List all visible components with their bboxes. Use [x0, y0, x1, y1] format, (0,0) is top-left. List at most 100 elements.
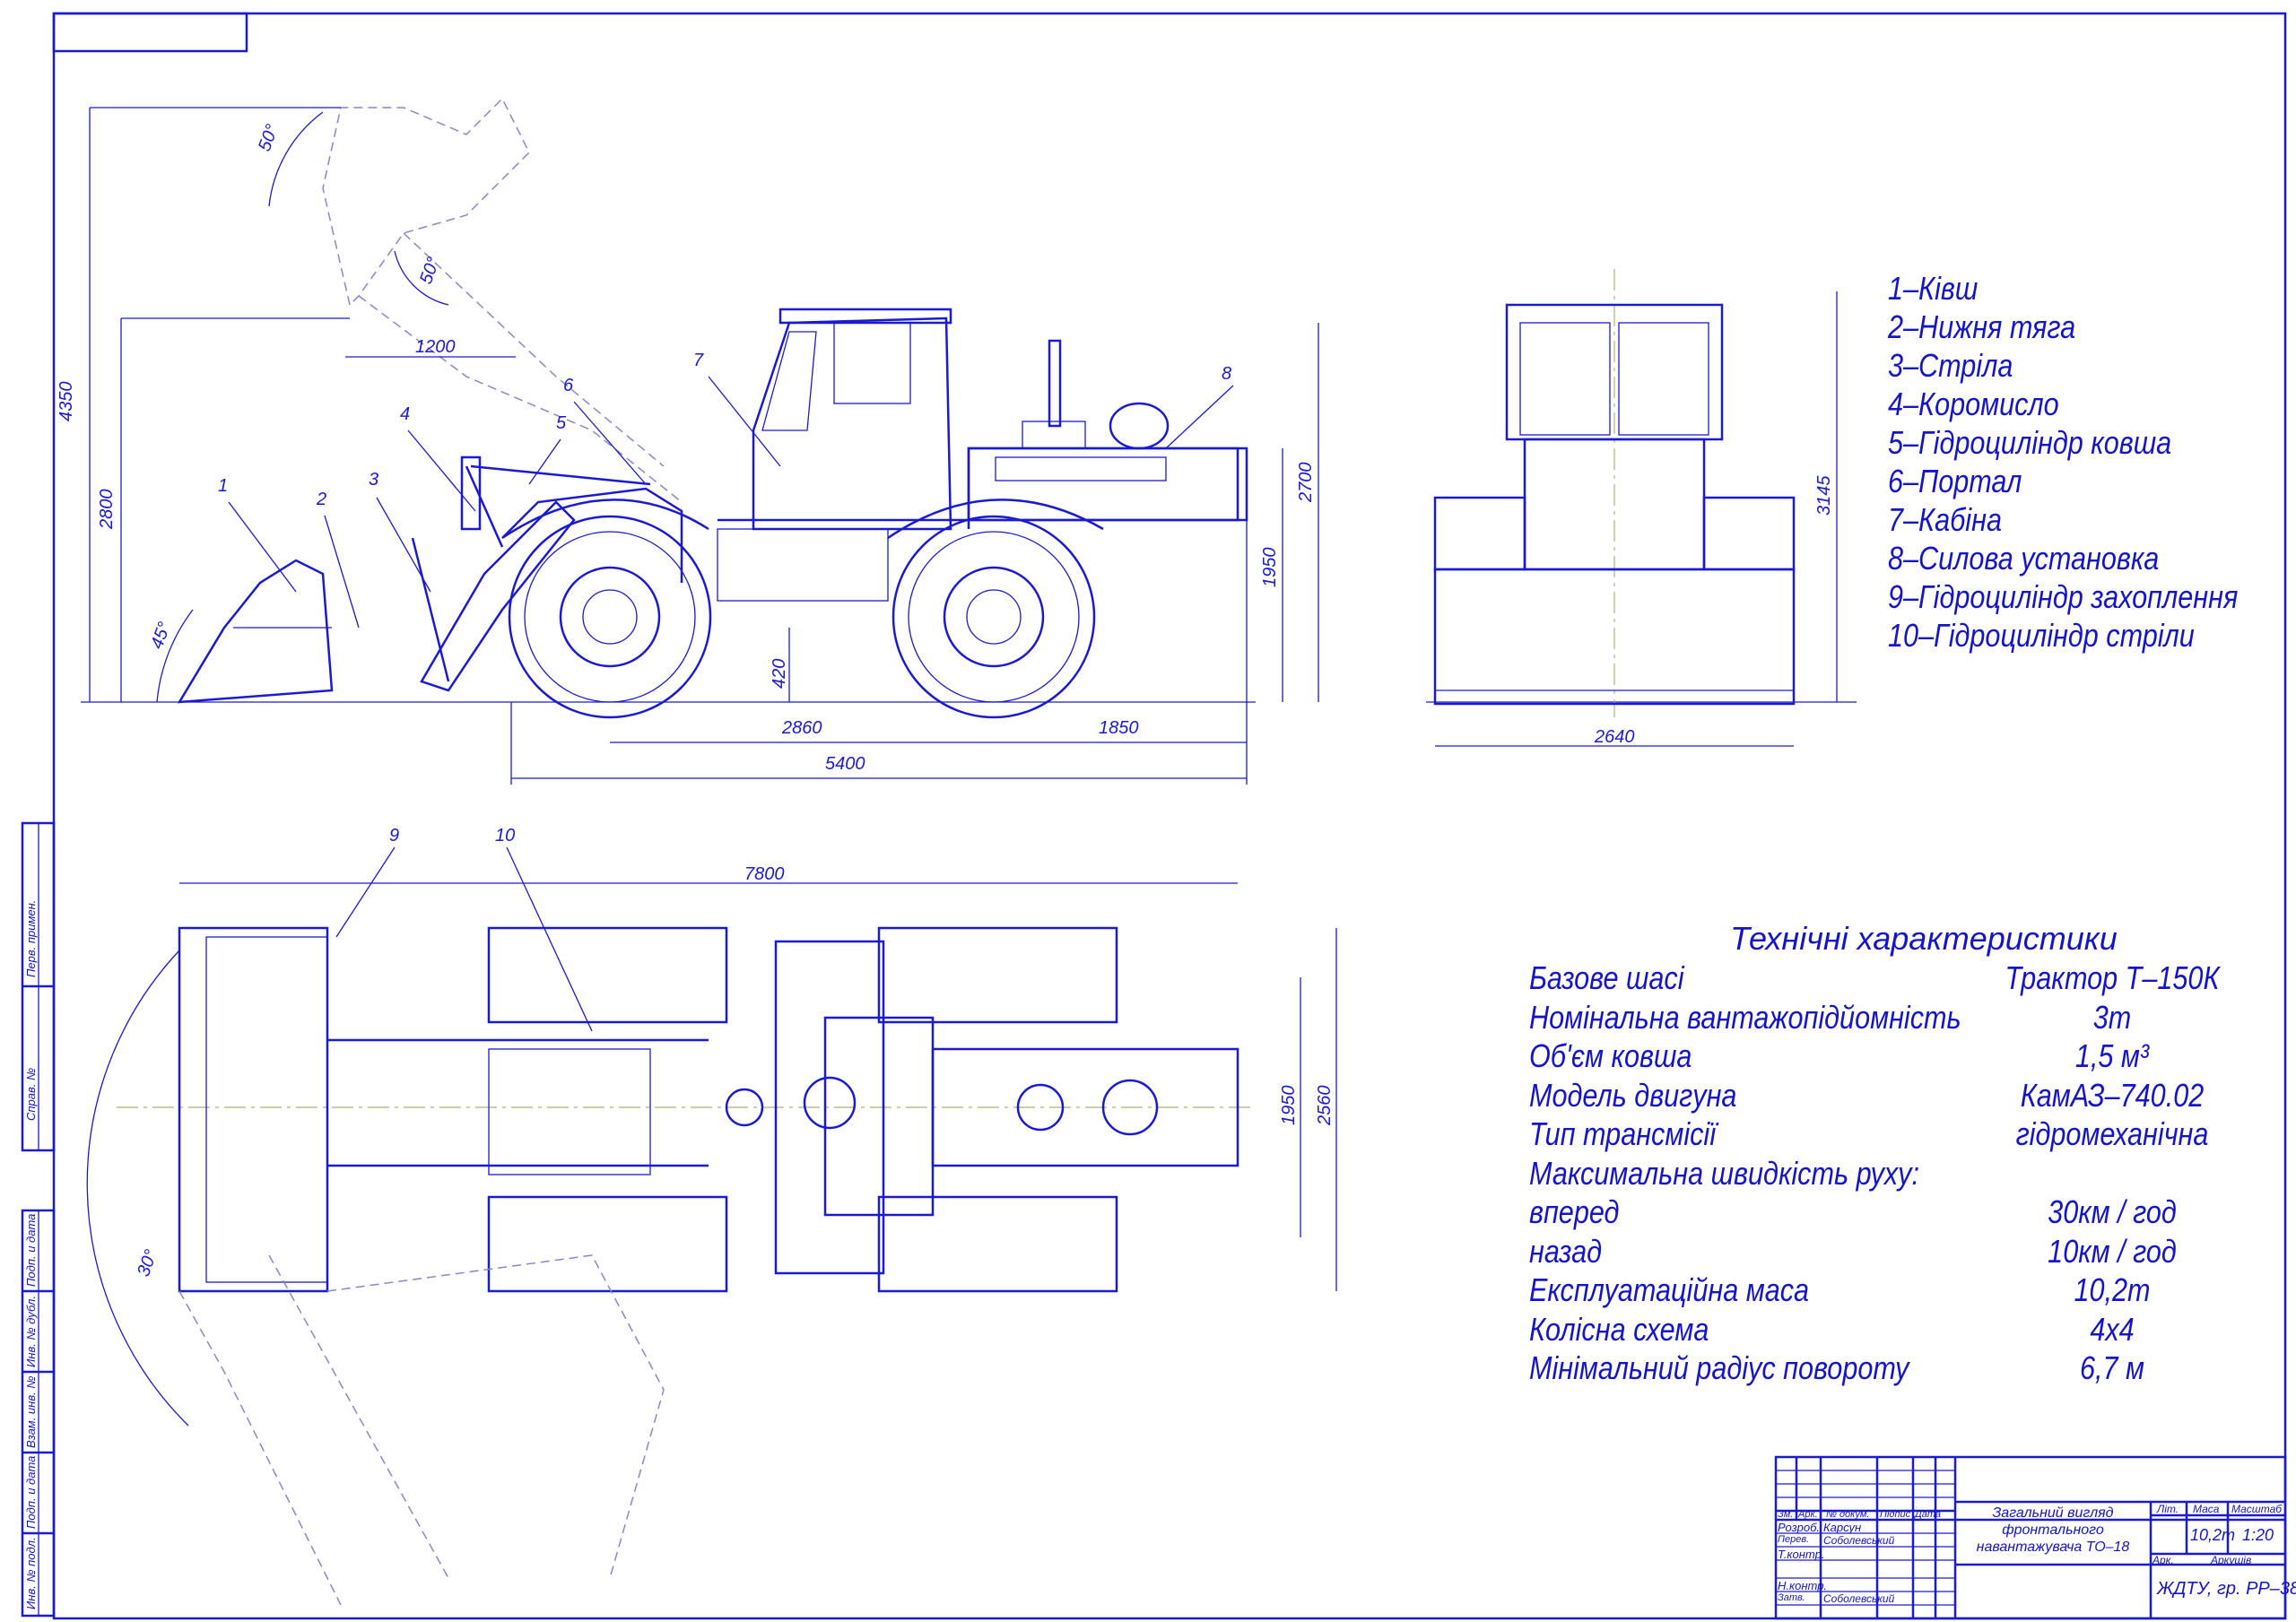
callout-1: 1 [218, 476, 228, 496]
tb-lit-label: Літ. [2157, 1503, 2179, 1515]
tb-name-approver: Соболевський [1823, 1592, 1895, 1605]
tb-header-doc: № докум. [1826, 1509, 1870, 1520]
spec-value [1998, 1154, 2227, 1193]
dim-chassis-length: 5400 [825, 754, 865, 774]
specs-title: Технічні характеристики [1730, 920, 2118, 957]
tb-role-developer: Розроб. [1778, 1521, 1821, 1534]
spec-label: вперед [1529, 1193, 1620, 1230]
callout-6: 6 [563, 376, 574, 395]
spec-value: 1,5 м³ [2074, 1037, 2150, 1074]
stamp-first-use: Перв. примен. [24, 899, 38, 977]
spec-value: 10,2т [2074, 1271, 2151, 1308]
stamp-sign-date-1: Подп. и дата [24, 1213, 38, 1287]
dim-overall-width: 2560 [1315, 1086, 1335, 1127]
top-left-box [52, 12, 248, 53]
bucket-shape [177, 559, 334, 704]
spec-label: Об'єм ковша [1529, 1037, 1692, 1074]
spec-label: Тип трансмісії [1529, 1115, 1717, 1152]
stamp-dup-inv-no: Инв. № дубл. [24, 1296, 38, 1367]
dim-reach: 1200 [415, 337, 456, 357]
spec-row: Базове шасі Трактор Т–150К [1529, 958, 2265, 998]
spec-row: Максимальна швидкість руху: [1529, 1154, 2265, 1193]
tb-sheets-label: Аркушів [2211, 1554, 2252, 1566]
legend-item: 2–Нижня тяга [1888, 308, 2076, 345]
parts-legend: 1–Ківш 2–Нижня тяга 3–Стріла 4–Коромисло… [1888, 269, 2296, 655]
dim-overall-length: 7800 [744, 864, 785, 884]
spec-value: 30км / год [2048, 1193, 2177, 1230]
callout-5: 5 [556, 413, 567, 433]
spec-label: Колісна схема [1529, 1310, 1709, 1348]
stamp-reference-no: Справ. № [24, 1067, 38, 1121]
callouts [228, 376, 1234, 1032]
spec-value: 10км / год [2048, 1232, 2177, 1270]
tb-scale: 1:20 [2242, 1526, 2274, 1544]
tb-name-developer: Карсун [1823, 1521, 1862, 1534]
spec-label: Базове шасі [1529, 959, 1684, 996]
dim-hood-height: 1950 [1260, 548, 1280, 588]
spec-row: Експлуатаційна маса 10,2т [1529, 1271, 2265, 1310]
tb-drawing-title: Загальний вигляд фронтального навантажув… [1976, 1505, 2130, 1555]
dim-wheelbase: 2860 [781, 718, 822, 738]
spec-label: Мінімальний радіус повороту [1529, 1349, 1909, 1386]
dim-rear-overhang: 1850 [1099, 718, 1139, 738]
spec-label: Модель двигуна [1529, 1076, 1737, 1114]
spec-value: 4х4 [2090, 1310, 2135, 1348]
tb-mass-label: Маса [2193, 1503, 2220, 1515]
callout-10: 10 [495, 826, 515, 846]
tb-organization: ЖДТУ, гр. РР–38 [2157, 1579, 2296, 1599]
spec-row: Колісна схема 4х4 [1529, 1310, 2265, 1349]
callout-8: 8 [1222, 364, 1231, 384]
stamp-replace-inv-no: Взам. инв. № [24, 1375, 38, 1448]
spec-value: гідромеханічна [2015, 1115, 2209, 1152]
callout-3: 3 [369, 470, 378, 490]
front-view [1426, 269, 1857, 747]
dim-overall-height: 4350 [57, 382, 76, 422]
technical-specs: Технічні характеристики Базове шасі Тракт… [1529, 919, 2265, 1388]
tb-header-sheet: Арк. [1798, 1509, 1818, 1520]
spec-label: Експлуатаційна маса [1529, 1271, 1810, 1308]
angle-articulation: 30° [134, 1247, 161, 1279]
tb-role-checker: Перев. [1778, 1534, 1810, 1545]
callout-9: 9 [389, 826, 399, 846]
legend-item: 10–Гідроциліндр стріли [1888, 617, 2195, 654]
rear-wheel-back [891, 515, 1096, 719]
legend-item: 5–Гідроциліндр ковша [1888, 424, 2172, 461]
dim-cab-height: 2700 [1296, 463, 1316, 504]
tb-role-tech-control: Т.контр. [1778, 1548, 1825, 1561]
legend-item: 9–Гідроциліндр захоплення [1888, 578, 2239, 615]
dim-dump-height: 2800 [97, 490, 117, 531]
angle-bucket-dump: 50° [255, 122, 283, 154]
legend-item: 6–Портал [1888, 463, 2022, 499]
spec-value: Трактор Т–150К [2005, 959, 2220, 996]
plan-view [86, 882, 1337, 1606]
tb-header-date: Дата [1915, 1509, 1942, 1520]
tb-role-approver: Затв. [1778, 1592, 1805, 1603]
spec-row: Тип трансмісії гідромеханічна [1529, 1115, 2265, 1154]
legend-item: 3–Стріла [1888, 347, 2013, 384]
callout-7: 7 [693, 351, 704, 370]
legend-item: 7–Кабіна [1888, 501, 2002, 538]
tb-mass: 10,2т [2190, 1526, 2236, 1544]
rear-wheel-front [508, 515, 712, 719]
dim-clearance: 420 [770, 659, 789, 689]
spec-label: Максимальна швидкість руху: [1529, 1154, 1919, 1192]
legend-item: 8–Силова установка [1888, 540, 2160, 577]
stamp-orig-inv-no: Инв. № подл. [24, 1537, 38, 1609]
spec-row: Об'єм ковша 1,5 м³ [1529, 1037, 2265, 1076]
stamp-sign-date-2: Подп. и дата [24, 1455, 38, 1529]
spec-row: вперед 30км / год [1529, 1193, 2265, 1232]
tb-header-change: Зм. [1778, 1509, 1794, 1520]
margin-stamp-grid [21, 821, 56, 1618]
dim-bucket-width: 2640 [1594, 727, 1635, 747]
angle-boom: 50° [416, 255, 444, 287]
spec-value: 3т [2092, 998, 2132, 1036]
callout-4: 4 [400, 404, 410, 424]
tb-name-checker: Соболевський [1823, 1534, 1895, 1547]
side-view [81, 97, 1319, 785]
spec-label: Номінальна вантажопідйомність [1529, 998, 1961, 1036]
dim-track: 1950 [1279, 1086, 1299, 1126]
legend-item: 1–Ківш [1888, 270, 1979, 307]
